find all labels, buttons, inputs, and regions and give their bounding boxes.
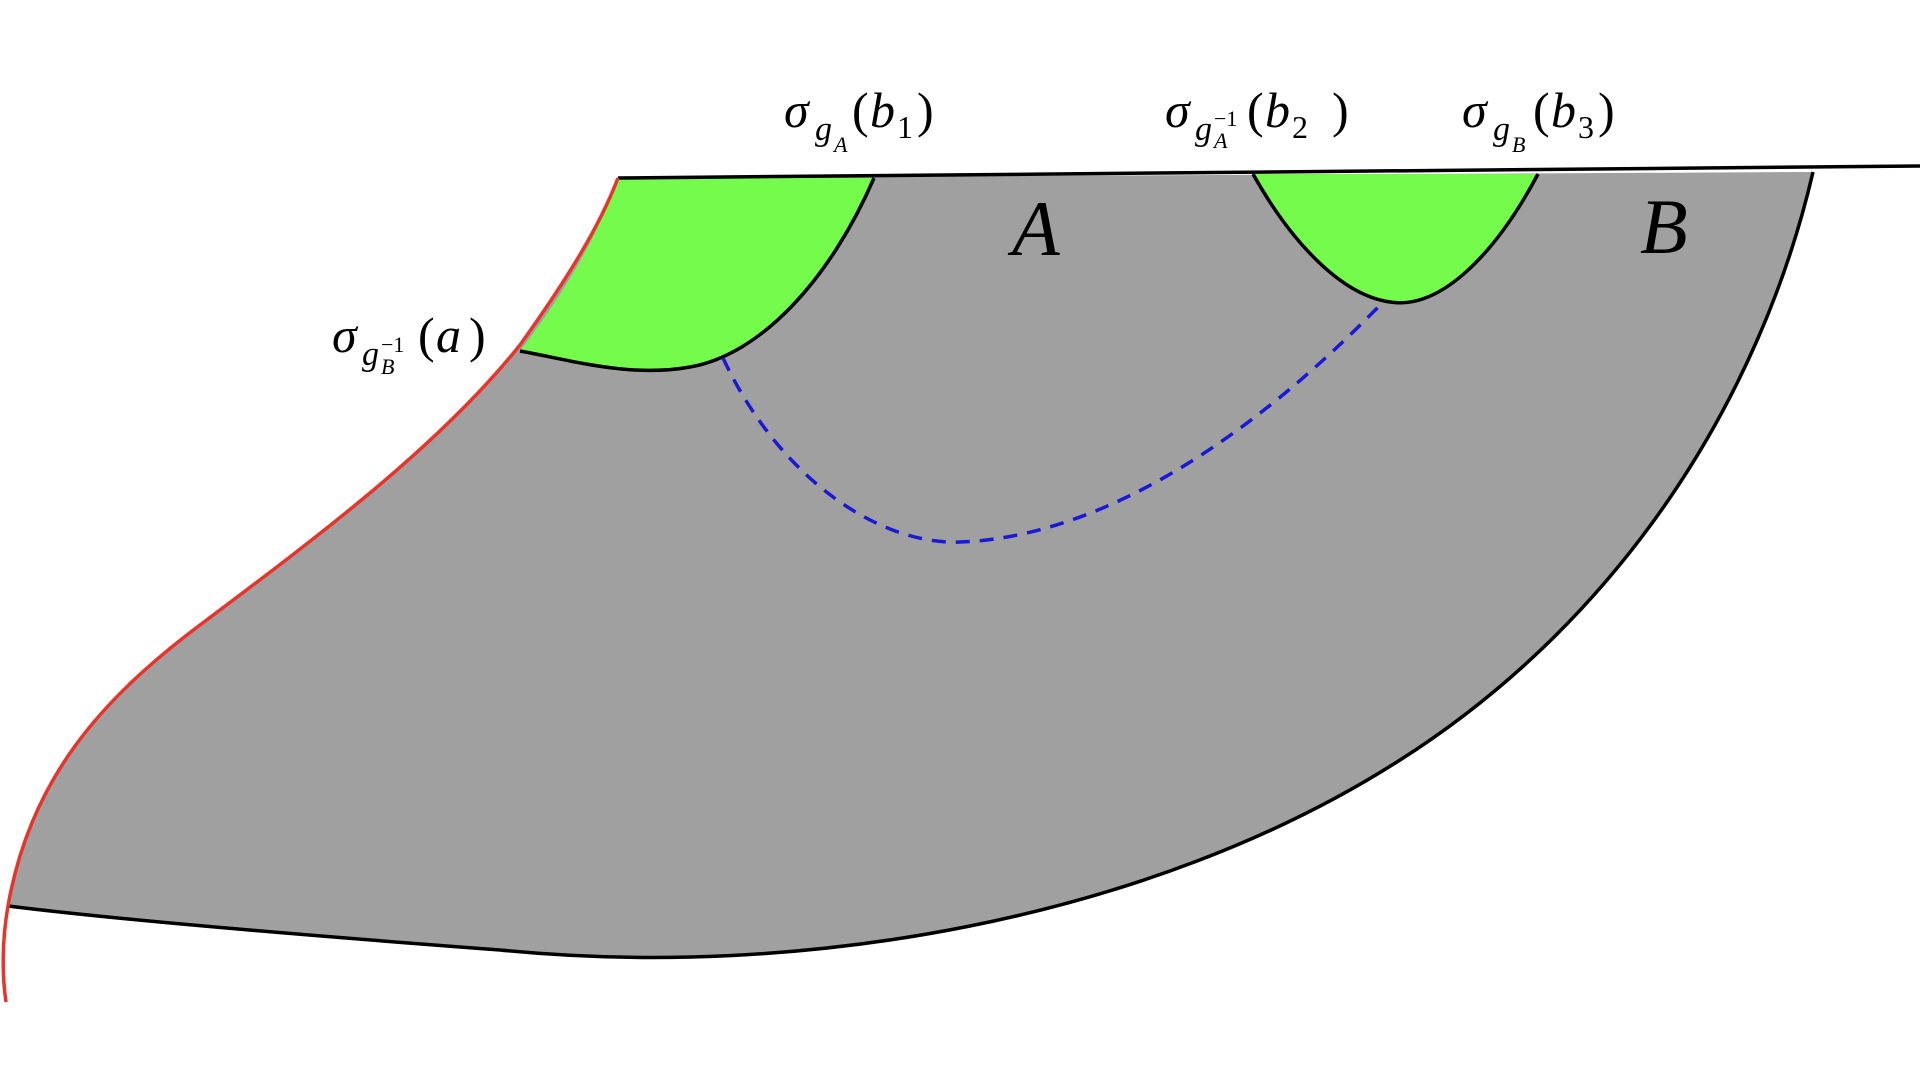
label-sigma-gB-inv-a: σ g B −1 ( a )	[332, 307, 486, 379]
svg-text:σ: σ	[332, 307, 359, 363]
svg-text:): )	[469, 307, 486, 363]
svg-text:a: a	[436, 307, 461, 363]
label-sigma-gB-b3: σ g B ( b 3 )	[1462, 82, 1615, 157]
svg-text:σ: σ	[1462, 82, 1489, 138]
svg-text:b: b	[1551, 82, 1576, 138]
svg-text:b: b	[1265, 82, 1290, 138]
svg-text:(: (	[418, 307, 435, 363]
svg-text:A: A	[1212, 128, 1228, 153]
gray-region	[8, 172, 1813, 958]
arc-left-green	[519, 177, 876, 373]
svg-text:): )	[917, 82, 934, 138]
arc-right-green	[1251, 173, 1540, 305]
svg-text:g: g	[1195, 111, 1212, 148]
svg-text:A: A	[832, 132, 848, 157]
region-label-b: B	[1640, 183, 1688, 270]
svg-text:b: b	[870, 82, 895, 138]
svg-text:(: (	[852, 82, 869, 138]
svg-text:(: (	[1533, 82, 1550, 138]
svg-text:): )	[1332, 82, 1349, 138]
svg-text:3: 3	[1578, 109, 1594, 145]
svg-text:σ: σ	[784, 82, 811, 138]
label-sigma-gA-b1: σ g A ( b 1 )	[784, 82, 934, 157]
top-boundary-line	[617, 164, 1920, 180]
svg-text:−1: −1	[381, 332, 404, 357]
svg-text:2: 2	[1292, 109, 1308, 145]
svg-text:g: g	[815, 111, 832, 148]
bottom-boundary	[7, 904, 501, 952]
svg-text:(: (	[1247, 82, 1264, 138]
outer-arc-right	[499, 171, 1815, 960]
green-region-left	[520, 178, 874, 371]
label-sigma-gA-inv-b2: σ g A −1 ( b 2 )	[1165, 82, 1349, 153]
svg-text:−1: −1	[1214, 106, 1237, 131]
region-label-a: A	[1007, 185, 1060, 272]
svg-text:1: 1	[897, 109, 913, 145]
dashed-geodesic	[721, 298, 1387, 544]
svg-text:g: g	[362, 336, 379, 373]
red-boundary-curve	[1, 177, 620, 1003]
svg-text:B: B	[1512, 132, 1525, 157]
svg-text:g: g	[1493, 111, 1510, 148]
svg-text:B: B	[381, 354, 394, 379]
svg-text:σ: σ	[1165, 82, 1192, 138]
svg-text:): )	[1598, 82, 1615, 138]
